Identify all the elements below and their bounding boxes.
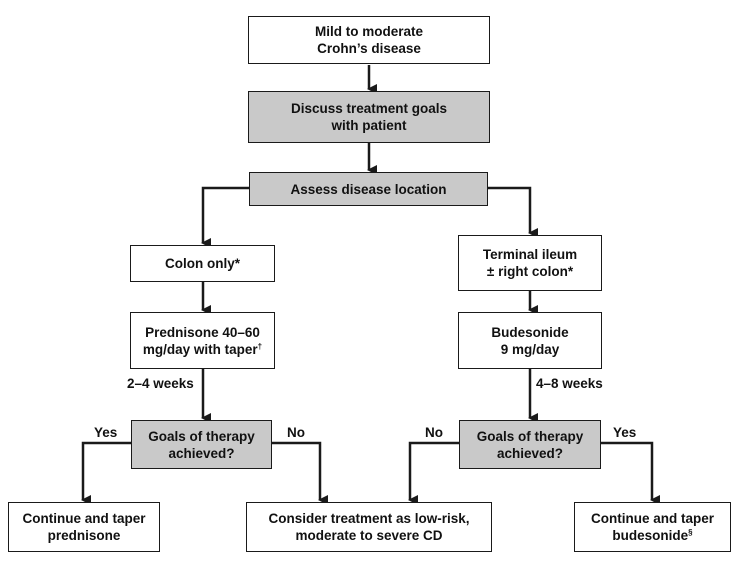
node-start: Mild to moderate Crohn’s disease: [248, 16, 490, 64]
node-goals-right: Goals of therapy achieved?: [459, 420, 601, 469]
node-continue-budesonide: Continue and taper budesonide§: [574, 502, 731, 552]
edge-label-2-4-weeks: 2–4 weeks: [127, 376, 194, 391]
node-goals-left: Goals of therapy achieved?: [131, 420, 272, 469]
node-consider-treatment: Consider treatment as low-risk, moderate…: [246, 502, 492, 552]
node-prednisone: Prednisone 40–60 mg/day with taper†: [130, 312, 275, 369]
node-discuss: Discuss treatment goals with patient: [248, 91, 490, 143]
arrow-goals-right-no: [408, 441, 460, 505]
edge-label-left-yes: Yes: [94, 425, 118, 440]
node-assess: Assess disease location: [249, 172, 488, 206]
section-footnote-mark: §: [688, 528, 693, 537]
arrow-goals-left-no: [271, 441, 328, 505]
arrow-assess-to-ileum: [487, 186, 538, 238]
node-terminal-ileum: Terminal ileum ± right colon*: [458, 235, 602, 291]
arrow-goals-left-yes: [81, 441, 132, 505]
node-colon-only: Colon only*: [130, 245, 275, 282]
edge-label-4-8-weeks: 4–8 weeks: [536, 376, 603, 391]
edge-label-right-no: No: [425, 425, 443, 440]
arrow-goals-right-yes: [600, 441, 660, 505]
node-continue-prednisone: Continue and taper prednisone: [8, 502, 160, 552]
continue-budesonide-text: Continue and taper budesonide: [590, 511, 714, 543]
edge-label-right-yes: Yes: [613, 425, 637, 440]
dagger-footnote-mark: †: [257, 341, 263, 351]
edge-label-left-no: No: [287, 425, 305, 440]
node-budesonide: Budesonide 9 mg/day: [458, 312, 602, 369]
arrow-assess-to-colon: [201, 186, 250, 248]
prednisone-text: Prednisone 40–60 mg/day with taper: [142, 324, 260, 357]
